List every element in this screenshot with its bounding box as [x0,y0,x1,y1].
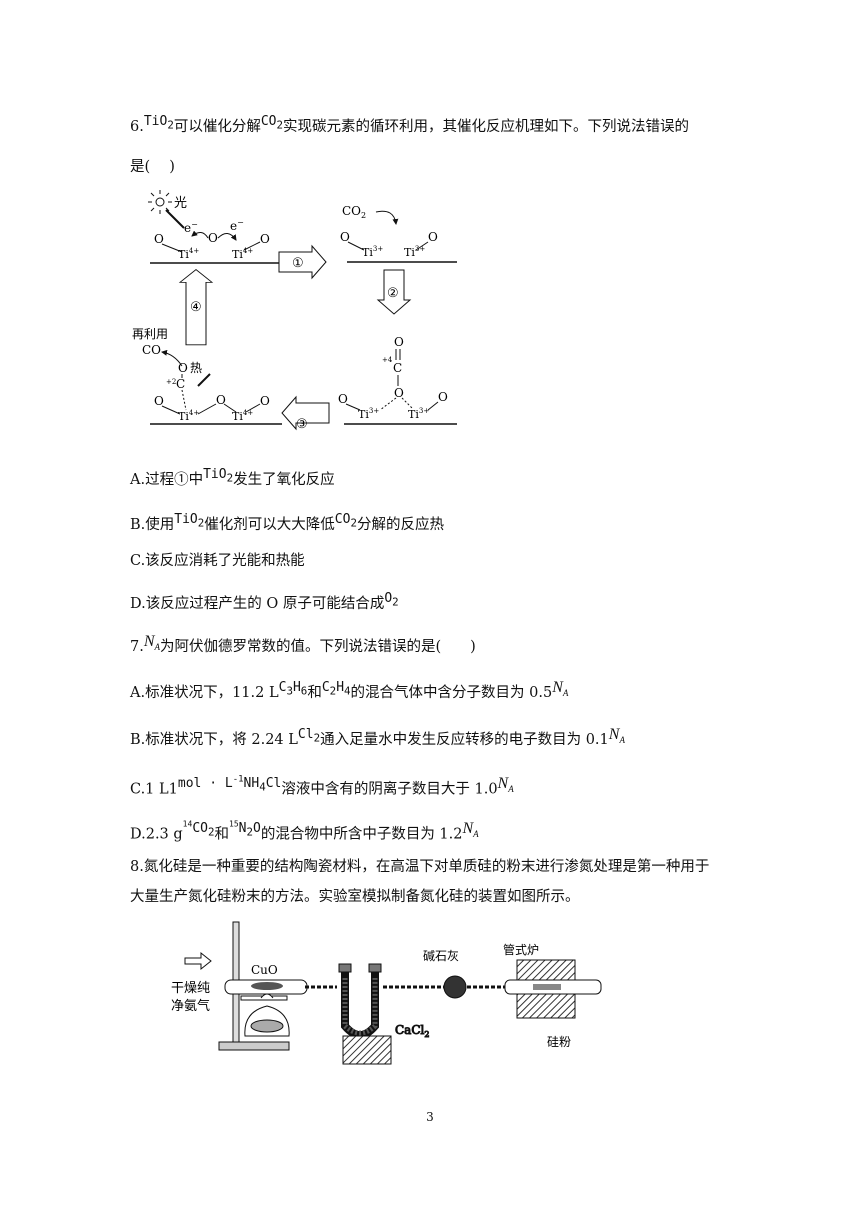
o-atom: O [216,393,226,407]
ti3-label: Ti3+ [404,245,425,259]
si-powder-label: 硅粉 [547,1035,571,1049]
c-oxidation-4: +4 [382,356,393,364]
step-1-label: ① [292,256,304,271]
formula-co2: CO2 [260,114,284,132]
heat-label: 热 [190,361,202,375]
arrow-step-4: ④ [178,269,214,346]
formula-c2h4: C2H4 [321,680,351,698]
formula-na: NA [608,726,625,746]
o-atom: O [394,386,404,400]
o-atom: O [260,232,270,246]
cuo-tube: CuO [224,963,337,995]
formula-na: NA [462,820,479,840]
panel-bottom-right: O +4 C O O O Ti3+ Ti3+ [338,335,457,425]
light-label: 光 [174,196,187,211]
o-atom: O [428,230,438,244]
panel-top-right: CO2 O O Ti3+ Ti3+ [340,204,457,263]
ti4-label: Ti4+ [178,409,199,423]
o-atom: O [340,230,350,244]
soda-lime-label: 碱石灰 [423,949,459,963]
formula-tio2: TiO2 [143,114,174,132]
q6-stem-line1: 6.TiO2可以催化分解CO2实现碳元素的循环利用，其催化反应机理如下。下列说法… [130,114,690,142]
formula-c3h6: C3H6 [278,680,308,698]
arrow-step-3: ③ [281,395,330,432]
ti3-label: Ti3+ [362,245,383,259]
step-2-label: ② [387,286,399,301]
formula-co2: CO2 [334,512,357,530]
q6-option-d: D.该反应过程产生的 O 原子可能结合成O2 [130,591,399,612]
ti3-label: Ti3+ [358,407,379,421]
page-number: 3 [426,1110,434,1124]
gas-inlet: 干燥纯 净氨气 [171,951,212,1014]
furnace-label: 管式炉 [503,942,539,957]
step-3-label: ③ [296,417,308,432]
c-atom: C [176,377,185,391]
reuse-label: 再利用 [132,327,168,341]
o-atom: O [154,394,164,408]
gas-label-1: 干燥纯 [171,981,210,996]
cuo-label: CuO [251,963,278,977]
o-atom: O [338,392,348,406]
q7-option-d: D.2.3 g14CO2和15N2O的混合物中所含中子数目为 1.2NA [130,820,479,843]
alcohol-lamp [244,993,290,1037]
ti4-label: Ti4+ [232,409,253,423]
q6-stem-line2: 是( ) [130,159,175,175]
ti3-label: Ti3+ [408,407,429,421]
q6-number: 6. [130,119,144,135]
q6-text-b: 实现碳元素的循环利用，其催化反应机理如下。下列说法错误的 [283,119,690,135]
q7-option-a: A.标准状况下，11.2 LC3H6和C2H4的混合气体中含分子数目为 0.5N… [130,679,569,701]
ti4-label: Ti4+ [232,247,253,261]
ti4-label: Ti4+ [178,247,199,261]
q7-option-c: C.1 L1mol · L-1NH4Cl溶液中含有的阴离子数目大于 1.0NA [130,775,514,798]
formula-o2: O2 [384,591,399,609]
o-atom: O [178,361,188,375]
gas-label-2: 净氨气 [171,998,210,1014]
soda-lime-tube: 碱石灰 [423,949,507,999]
q7-stem: 7.NA为阿伏伽德罗常数的值。下列说法错误的是( ) [130,633,476,655]
c-atom: C [393,361,402,375]
formula-cl2: Cl2 [297,727,321,745]
arrow-step-2: ② [376,269,412,315]
q6-option-c: C.该反应消耗了光能和热能 [130,553,305,569]
q6-option-a: A.过程①中TiO2发生了氧化反应 [130,467,335,488]
formula-na: NA [143,633,161,653]
formula-14co2: 14CO2 [182,820,215,839]
arrow-step-1: ① [278,244,327,280]
o-atom: O [154,232,164,246]
apparatus-diagram: 干燥纯 净氨气 CuO CaCl2 碱石灰 管式炉 [171,921,602,1065]
sun-icon [148,190,172,214]
o-atom: O [208,231,218,245]
panel-top-left: 光 e− e− O O O Ti4+ Ti4+ [148,190,282,264]
u-tube: CaCl2 [338,963,447,1065]
formula-na: NA [552,679,569,699]
c-oxidation-2: +2 [166,378,176,386]
panel-bottom-left: 再利用 CO O 热 +2 C O O O Ti4+ Ti4+ [132,327,282,425]
o-atom: O [394,335,404,349]
co-label: CO [142,343,161,357]
electron-2: e− [230,218,244,233]
formula-mol-l: mol · L-1NH4Cl [177,775,282,794]
q8-stem-line1: 8.氮化硅是一种重要的结构陶瓷材料，在高温下对单质硅的粉末进行渗氮处理是第一种用… [130,859,710,875]
o-atom: O [438,390,448,404]
o-atom: O [260,394,270,408]
formula-tio2: TiO2 [203,467,234,485]
formula-15n2o: 15N2O [229,820,261,839]
cacl2-label: CaCl2 [395,1023,429,1039]
step-4-label: ④ [190,300,202,315]
q8-stem-line2: 大量生产氮化硅粉末的方法。实验室模拟制备氮化硅的装置如图所示。 [130,889,580,905]
mechanism-diagram: 光 e− e− O O O Ti4+ Ti4+ ① CO2 O O Ti3+ T… [132,190,457,432]
q6-option-b: B.使用TiO2催化剂可以大大降低CO2分解的反应热 [130,512,444,533]
formula-tio2: TiO2 [174,512,205,530]
formula-na: NA [497,775,514,795]
q7-option-b: B.标准状况下，将 2.24 LCl2通入足量水中发生反应转移的电子数目为 0.… [130,726,625,748]
tube-furnace: 管式炉 硅粉 [503,942,602,1049]
co2-label: CO2 [342,204,366,220]
q6-text-a: 可以催化分解 [173,119,261,135]
electron-1: e− [184,220,198,235]
